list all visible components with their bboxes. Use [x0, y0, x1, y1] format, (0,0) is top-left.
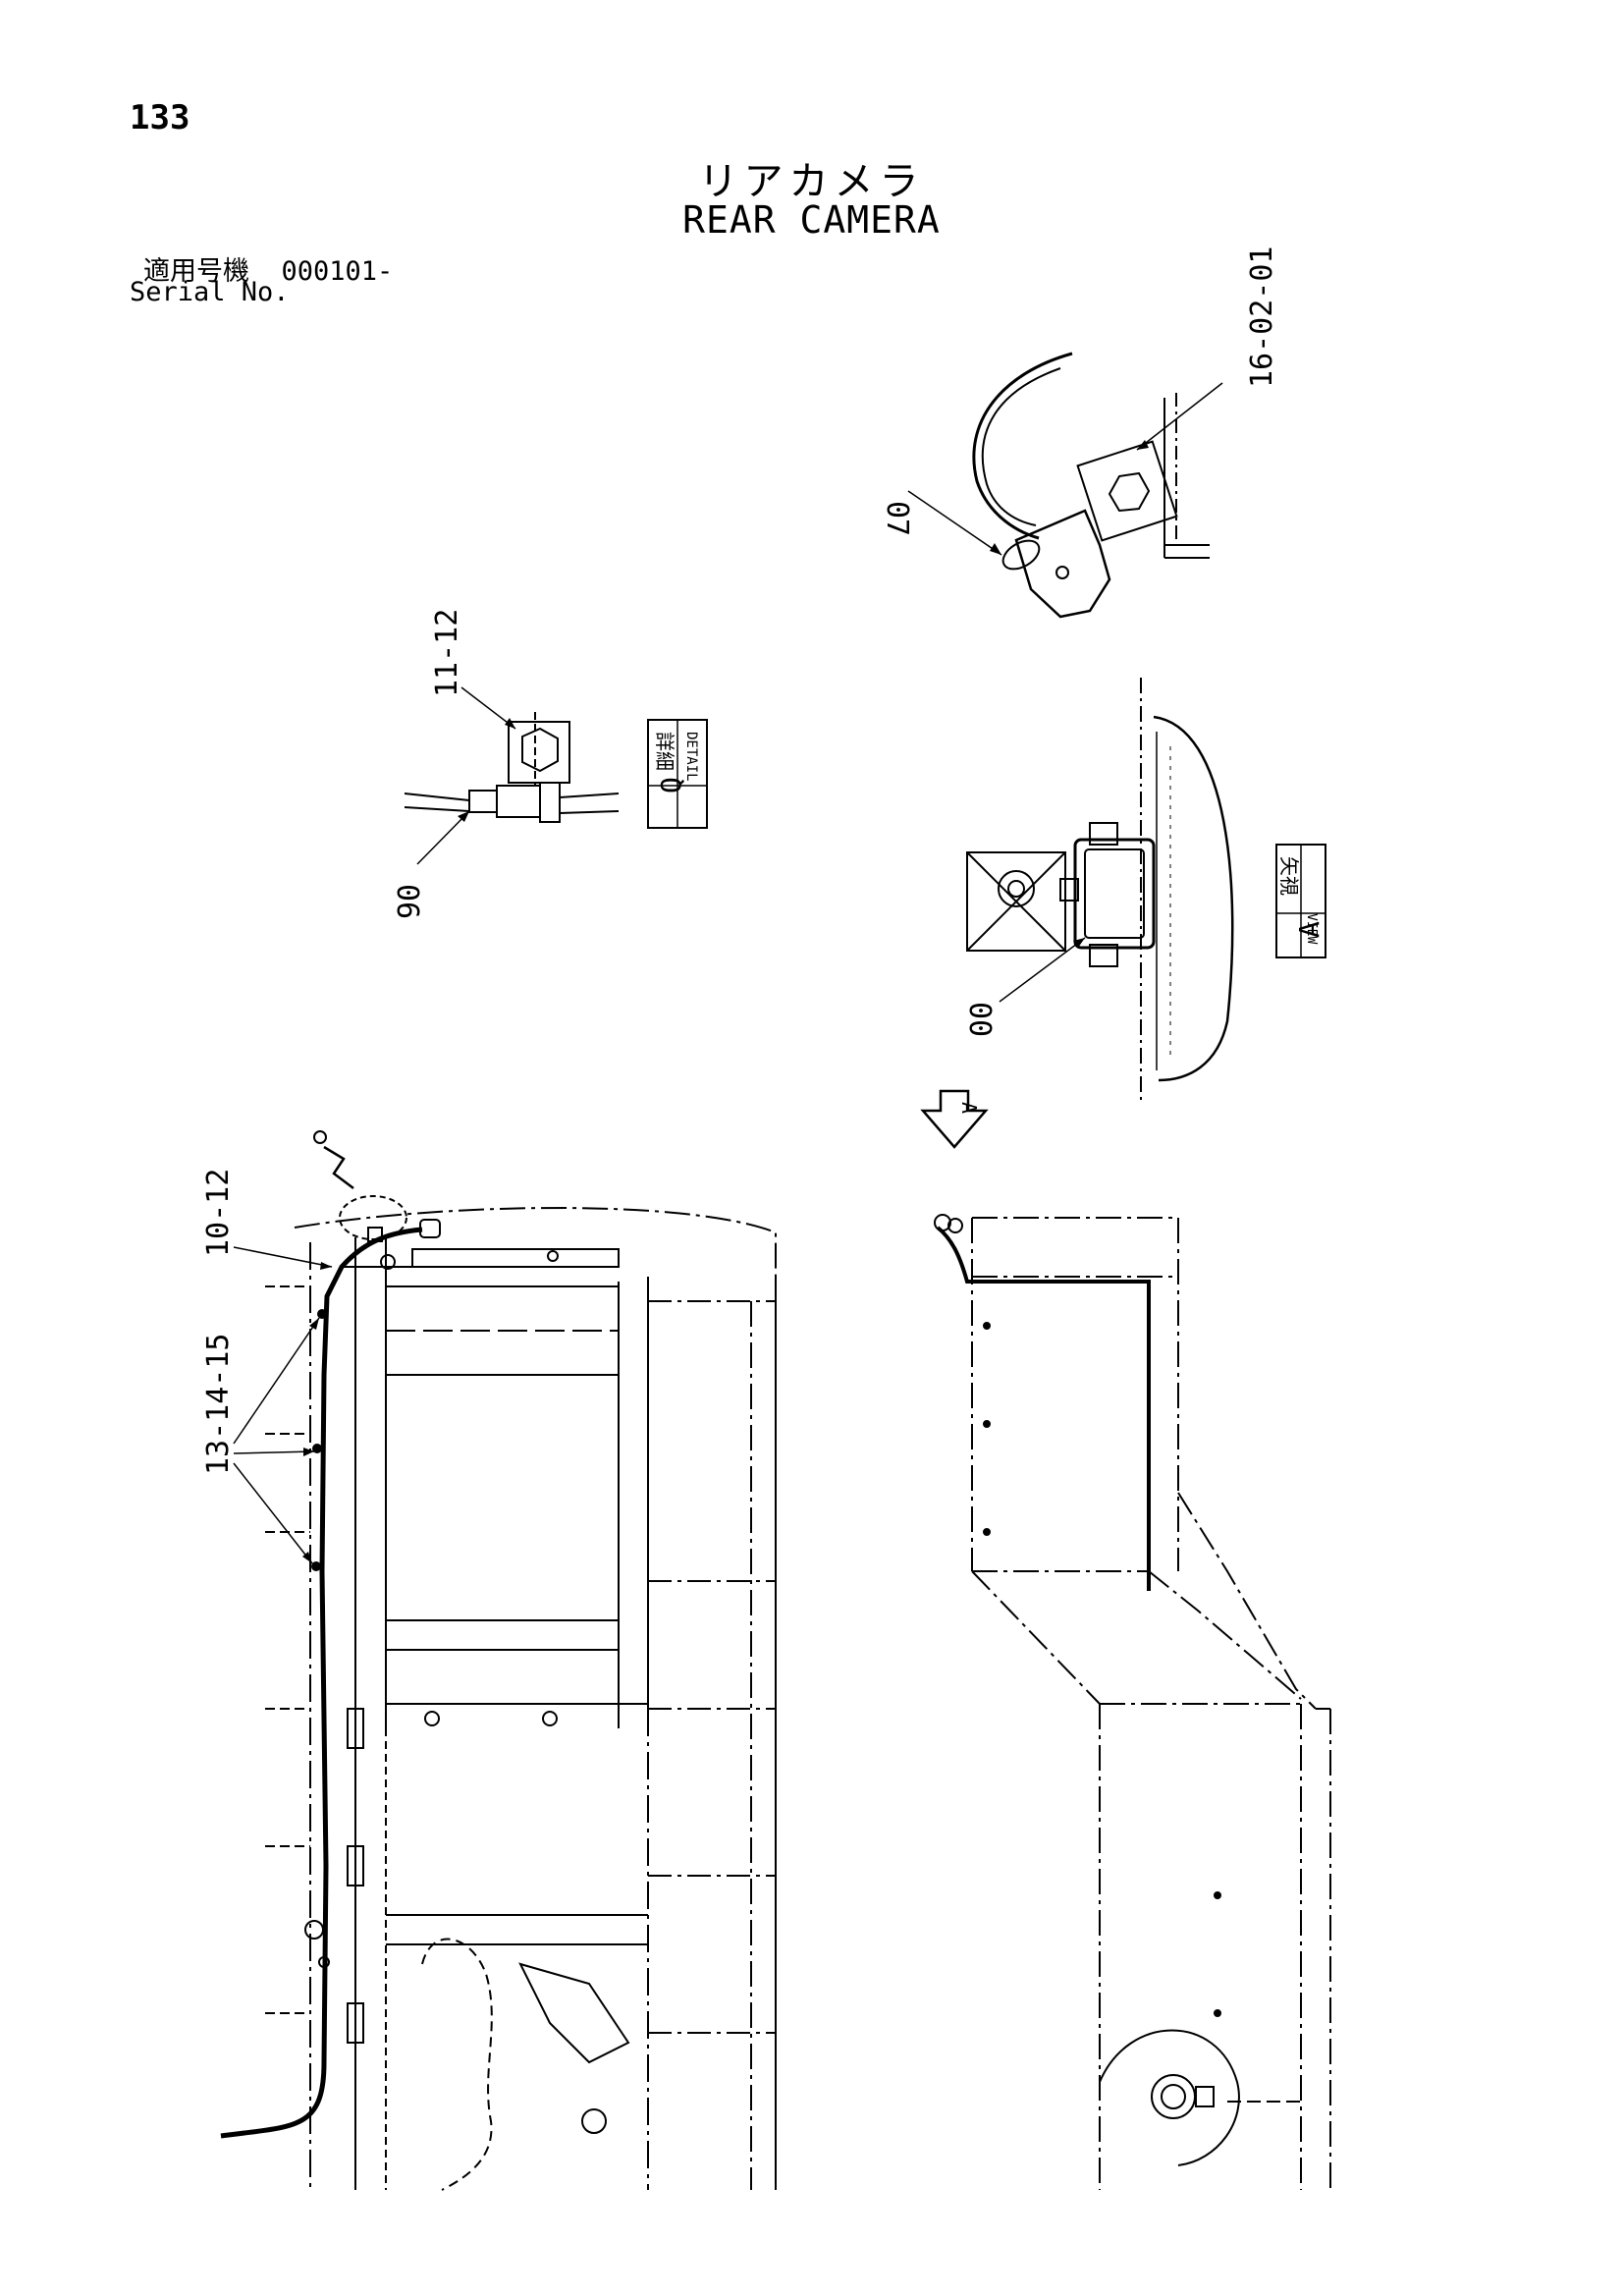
- view-a-label-en: VIEW: [1304, 913, 1319, 944]
- view-a-label-jp: 矢視: [1277, 856, 1301, 896]
- view-a-arrow-letter: A: [957, 1102, 981, 1114]
- callout-00: 00: [962, 1002, 997, 1037]
- serial-label-en: Serial No.: [130, 277, 290, 307]
- callout-16-02-01: 16-02-01: [1245, 246, 1279, 389]
- detail-q-tag: [647, 719, 708, 829]
- frame-top-view: [220, 1130, 777, 2191]
- view-a-letter: A: [1293, 921, 1325, 938]
- detail-q-label-en: DETAIL: [683, 732, 699, 782]
- page-number: 133: [130, 98, 190, 137]
- title-japanese: リアカメラ: [698, 159, 925, 204]
- serial-label-jp: 適用号機: [143, 256, 249, 287]
- callout-13-14-15: 13-14-15: [201, 1334, 236, 1476]
- serial-applicability: 適用号機 000101-: [143, 249, 393, 288]
- detail-q-connector: [404, 686, 620, 865]
- serial-range: 000101-: [281, 256, 394, 287]
- callout-06: 06: [390, 884, 424, 919]
- callout-10-12: 10-12: [201, 1169, 236, 1257]
- callout-11-12: 11-12: [430, 609, 464, 697]
- view-a-arrow: [920, 1089, 989, 1149]
- view-a-camera-mount: [966, 678, 1234, 1100]
- view-a-tag: [1275, 844, 1326, 958]
- frame-side-view: [934, 1214, 1331, 2190]
- camera-bracket-detail: [907, 352, 1223, 619]
- detail-q-letter: Q: [655, 777, 687, 793]
- detail-q-label-jp: 詳細: [653, 732, 676, 771]
- title-english: REAR CAMERA: [682, 198, 941, 242]
- callout-07: 07: [880, 501, 914, 536]
